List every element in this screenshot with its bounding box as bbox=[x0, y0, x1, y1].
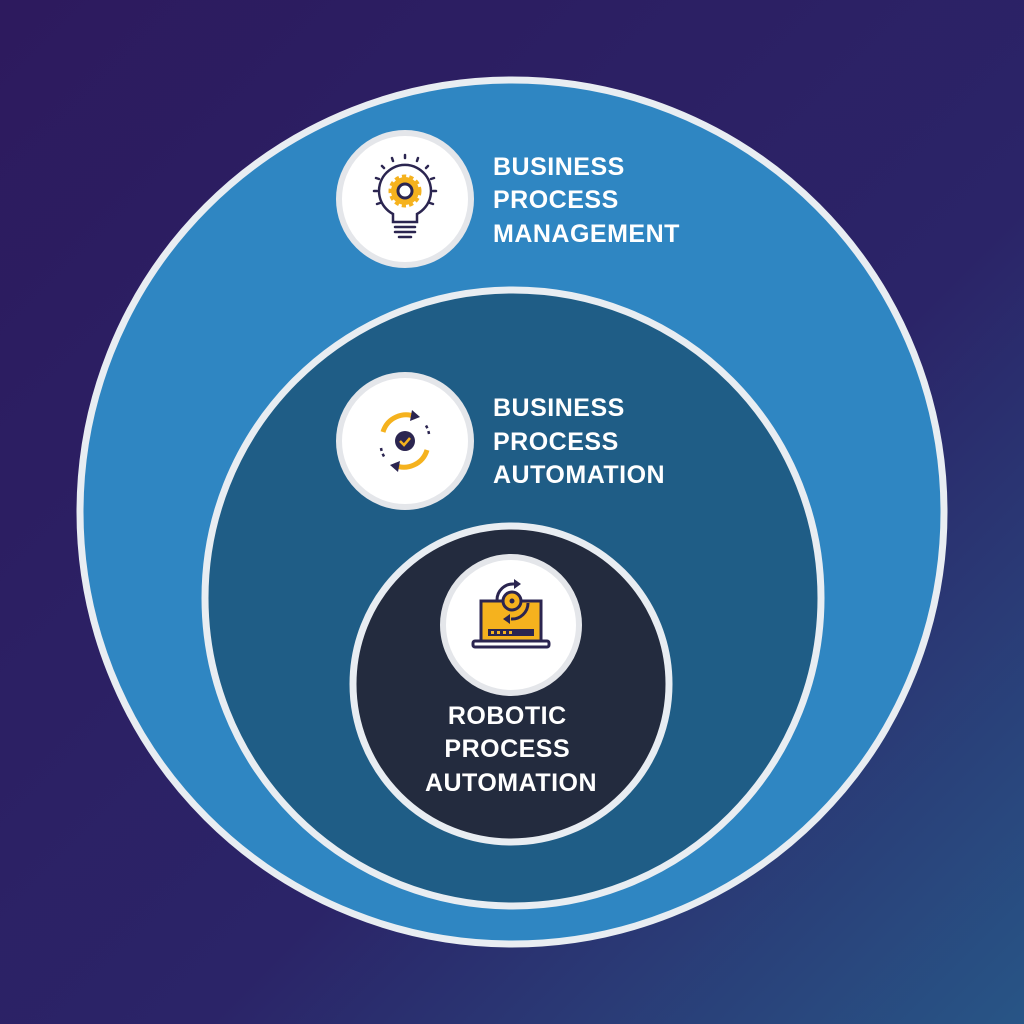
laptop-automation-icon bbox=[440, 554, 582, 696]
label-business-process-management: BUSINESS PROCESS MANAGEMENT bbox=[493, 153, 680, 248]
lightbulb-gear-icon bbox=[336, 130, 474, 268]
label-business-process-automation: BUSINESS PROCESS AUTOMATION bbox=[493, 394, 665, 489]
label-robotic-process-automation: ROBOTIC PROCESS AUTOMATION bbox=[425, 702, 597, 797]
cycle-check-icon bbox=[336, 372, 474, 510]
